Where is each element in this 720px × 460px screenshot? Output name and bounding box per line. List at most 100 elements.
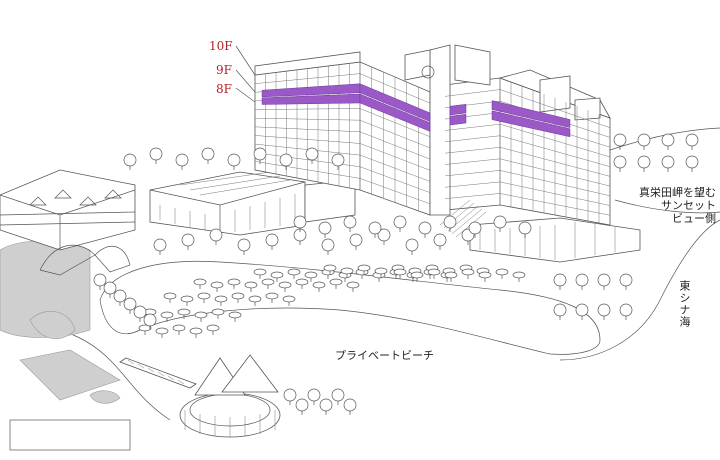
beach-umbrella	[461, 268, 475, 276]
tree	[518, 221, 532, 235]
highlight-band	[491, 110, 571, 138]
beach-umbrella	[295, 278, 309, 286]
tree	[418, 221, 432, 235]
beach-umbrella	[163, 292, 177, 300]
highlight-band	[491, 100, 571, 128]
beach-umbrella	[427, 268, 441, 276]
floor-label-8f: 8F	[216, 82, 232, 96]
tree	[113, 289, 127, 303]
tree	[343, 398, 357, 412]
beach-umbrella	[211, 308, 225, 316]
floor-line	[444, 123, 501, 131]
beach-umbrella	[261, 278, 275, 286]
terrace-podium	[469, 217, 641, 263]
tree	[393, 215, 407, 229]
east-china-sea-label: 東シナ海	[678, 280, 691, 328]
beach-umbrella	[160, 311, 174, 319]
left-building	[0, 169, 136, 251]
tree	[331, 388, 345, 402]
sunset-view-label: 真栄田岬を望む サンセット ビュー側	[639, 186, 716, 225]
highlight-band	[449, 113, 467, 126]
tree	[149, 147, 163, 161]
tree	[209, 228, 223, 242]
beach-umbrella	[512, 271, 526, 279]
beach-umbrella	[253, 268, 267, 276]
beach-umbrella	[227, 278, 241, 286]
beach-umbrella	[478, 271, 492, 279]
tree	[493, 215, 507, 229]
tree	[685, 133, 699, 147]
tree	[468, 221, 482, 235]
tree	[553, 303, 567, 317]
tree	[103, 281, 117, 295]
beach-umbrella	[189, 327, 203, 335]
beach-umbrella	[231, 292, 245, 300]
tree	[321, 238, 335, 252]
beach-umbrella	[228, 311, 242, 319]
tree	[405, 238, 419, 252]
floor-line	[444, 193, 501, 199]
beach-shoreline	[99, 260, 601, 355]
floor-line	[444, 147, 501, 154]
tree	[637, 155, 651, 169]
beach-umbrella	[194, 311, 208, 319]
tree	[613, 155, 627, 169]
center-building	[149, 171, 306, 236]
floor-line	[444, 135, 501, 143]
beach-umbrella	[197, 292, 211, 300]
beach-umbrella	[193, 278, 207, 286]
tree	[575, 273, 589, 287]
beach-pavilion	[179, 354, 281, 438]
tree	[553, 273, 567, 287]
floor-line	[444, 170, 501, 177]
tree	[265, 233, 279, 247]
tree	[123, 297, 137, 311]
beach-umbrella	[444, 271, 458, 279]
beach-umbrella	[287, 268, 301, 276]
tree	[201, 147, 215, 161]
tree	[283, 388, 297, 402]
tree	[318, 221, 332, 235]
tree	[619, 273, 633, 287]
beach-umbrellas	[138, 264, 526, 338]
trees	[93, 133, 699, 415]
tower-core	[404, 44, 491, 216]
beach-umbrella	[214, 295, 228, 303]
beach-umbrella	[393, 268, 407, 276]
tree	[368, 221, 382, 235]
beach-umbrella	[248, 295, 262, 303]
tree	[123, 153, 137, 167]
tree	[619, 303, 633, 317]
tree	[597, 273, 611, 287]
highlight-band	[449, 103, 467, 116]
beach-umbrella	[282, 295, 296, 303]
beach-umbrella	[410, 271, 424, 279]
tree	[613, 133, 627, 147]
tree	[237, 238, 251, 252]
tree	[227, 153, 241, 167]
tree	[295, 398, 309, 412]
beach-umbrella	[304, 271, 318, 279]
beach-umbrella	[329, 278, 343, 286]
tree	[279, 153, 293, 167]
pier	[119, 357, 197, 389]
beach-umbrella	[340, 267, 354, 275]
tree	[443, 215, 457, 229]
floor-label-9f: 9F	[216, 63, 232, 77]
beach-umbrella	[278, 281, 292, 289]
tree	[661, 155, 675, 169]
tree	[575, 303, 589, 317]
beach-umbrella	[265, 292, 279, 300]
tree	[175, 153, 189, 167]
beach-umbrella	[270, 271, 284, 279]
tree	[253, 147, 267, 161]
floor-leader-lines	[235, 45, 256, 103]
tree	[433, 233, 447, 247]
tree	[143, 313, 157, 327]
beach-umbrella	[244, 281, 258, 289]
tree	[597, 303, 611, 317]
beach-umbrella	[357, 264, 371, 272]
beach-umbrella	[210, 281, 224, 289]
beach-umbrella	[323, 264, 337, 272]
